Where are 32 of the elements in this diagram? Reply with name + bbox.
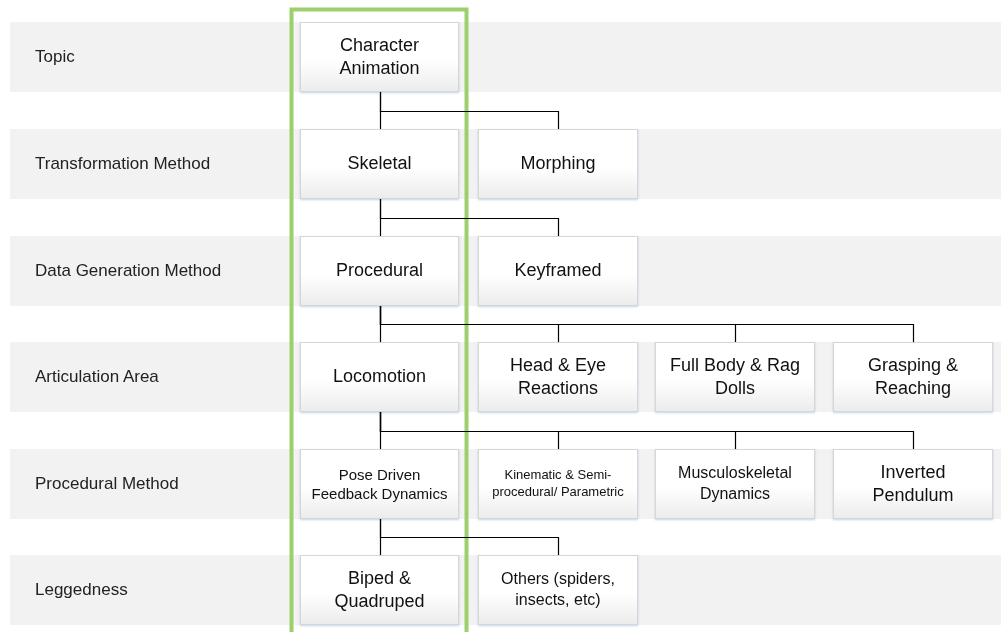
connector-line xyxy=(379,198,560,237)
row-label: Topic xyxy=(35,46,75,68)
category-box: Musculoskeletal Dynamics xyxy=(655,449,815,519)
row-label: Data Generation Method xyxy=(35,260,222,282)
category-box: Skeletal xyxy=(300,129,459,199)
row-band xyxy=(10,236,1001,306)
category-box: Head & Eye Reactions xyxy=(478,342,638,412)
row-label: Leggedness xyxy=(35,579,128,601)
category-box: Keyframed xyxy=(478,236,638,306)
connector-line xyxy=(379,91,560,130)
row-band xyxy=(10,342,1001,412)
connector-line xyxy=(379,305,915,343)
category-box: Biped & Quadruped xyxy=(300,555,459,625)
category-box: Inverted Pendulum xyxy=(833,449,993,519)
category-box: Grasping & Reaching xyxy=(833,342,993,412)
category-box: Kinematic & Semi-procedural/ Parametric xyxy=(478,449,638,519)
connector-line xyxy=(379,518,560,556)
row-band xyxy=(10,129,1001,199)
row-band xyxy=(10,555,1001,625)
connector-line xyxy=(379,411,915,450)
category-box: Procedural xyxy=(300,236,459,306)
category-box: Morphing xyxy=(478,129,638,199)
category-box: Others (spiders, insects, etc) xyxy=(478,555,638,625)
row-band xyxy=(10,22,1001,92)
category-box: Full Body & Rag Dolls xyxy=(655,342,815,412)
row-band xyxy=(10,449,1001,519)
row-label: Procedural Method xyxy=(35,473,179,495)
row-label: Transformation Method xyxy=(35,153,211,175)
category-box: Character Animation xyxy=(300,22,459,92)
category-box: Pose Driven Feedback Dynamics xyxy=(300,449,459,519)
row-label: Articulation Area xyxy=(35,366,159,388)
category-box: Locomotion xyxy=(300,342,459,412)
